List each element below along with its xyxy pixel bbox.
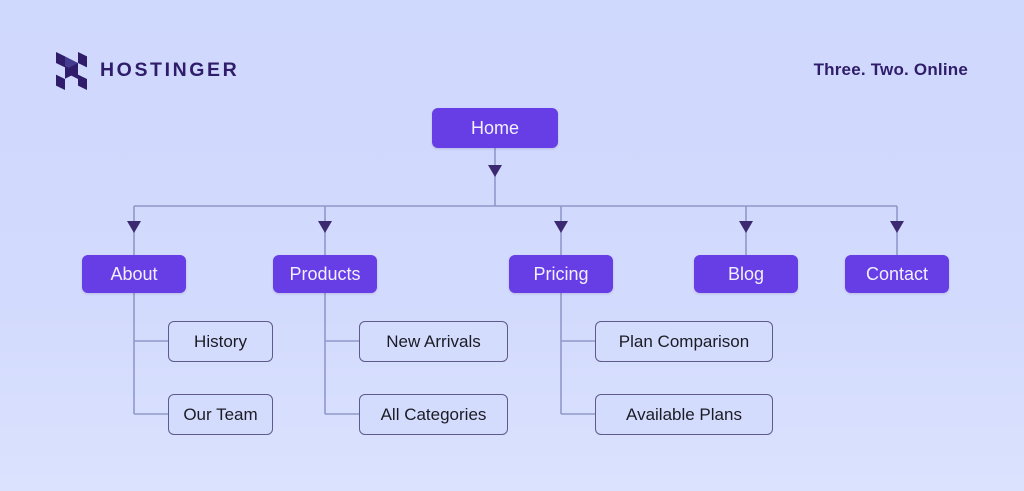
node-contact[interactable]: Contact	[845, 255, 949, 293]
brand-tagline: Three. Two. Online	[813, 60, 968, 79]
node-about[interactable]: About	[82, 255, 186, 293]
node-pricing[interactable]: Pricing	[509, 255, 613, 293]
node-blog[interactable]: Blog	[694, 255, 798, 293]
node-available-plans[interactable]: Available Plans	[595, 394, 773, 435]
node-our-team[interactable]: Our Team	[168, 394, 273, 435]
brand-name: HOSTINGER	[100, 59, 240, 82]
node-new-arrivals[interactable]: New Arrivals	[359, 321, 508, 362]
node-home[interactable]: Home	[432, 108, 558, 148]
node-plan-comparison[interactable]: Plan Comparison	[595, 321, 773, 362]
node-history[interactable]: History	[168, 321, 273, 362]
node-all-categories[interactable]: All Categories	[359, 394, 508, 435]
brand-logo: HOSTINGER	[56, 52, 239, 90]
node-products[interactable]: Products	[273, 255, 377, 293]
hostinger-h-logo-icon	[56, 52, 87, 90]
